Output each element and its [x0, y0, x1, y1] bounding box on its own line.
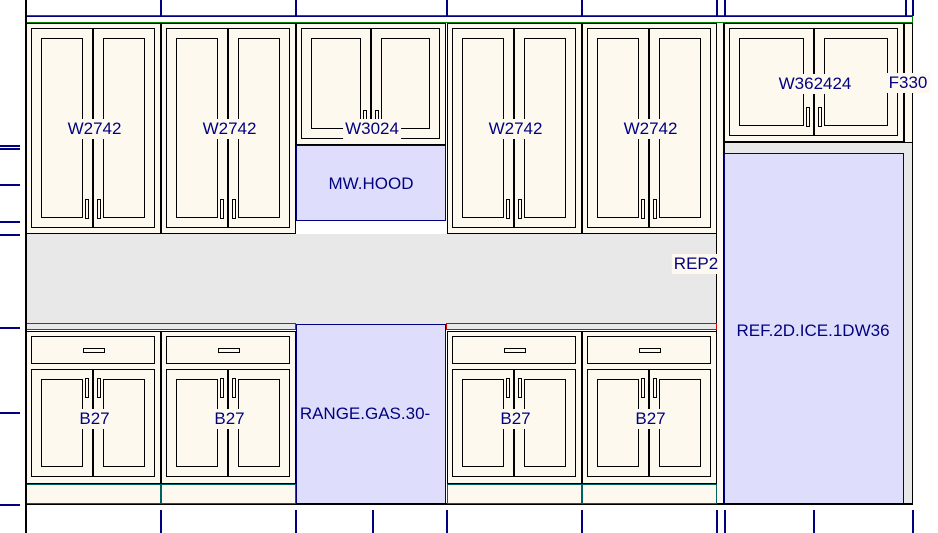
cabinet-label: B27 — [633, 409, 668, 429]
drawer-front — [587, 336, 711, 364]
dimension-tick — [724, 510, 726, 533]
base-cabinet: B27 — [161, 331, 296, 484]
cabinet-label: W2742 — [65, 119, 124, 139]
dimension-tick — [446, 0, 448, 16]
door-handle-icon — [805, 107, 810, 127]
door-handle-icon — [220, 199, 224, 219]
dimension-tick — [581, 0, 583, 16]
base-cabinet: B27 — [582, 331, 717, 484]
door-handle-icon — [518, 199, 522, 219]
dimension-line — [25, 0, 27, 533]
door-handle-icon — [653, 199, 657, 219]
countertop-right — [446, 323, 717, 330]
door-handle-icon — [506, 199, 510, 219]
drawer-handle-icon — [218, 348, 240, 353]
upper-cabinet: W2742 — [447, 23, 582, 234]
dimension-tick — [0, 148, 20, 150]
dimension-tick — [160, 0, 162, 16]
cabinet-door — [813, 28, 898, 136]
dimension-tick — [160, 510, 162, 533]
door-panel — [380, 38, 430, 129]
cabinet-label: W2742 — [200, 119, 259, 139]
door-handle-icon — [641, 199, 645, 219]
filler-label: F330 — [886, 73, 930, 93]
drawer-front — [452, 336, 576, 364]
dimension-tick — [581, 510, 583, 533]
dimension-tick — [0, 412, 20, 414]
dimension-tick — [912, 0, 914, 16]
dimension-tick — [0, 145, 20, 147]
toe-kick — [582, 484, 717, 504]
upper-cabinet: W2742 — [582, 23, 717, 234]
dimension-tick — [0, 221, 20, 223]
backsplash-label: REP2 — [671, 254, 721, 274]
toe-kick — [161, 484, 296, 504]
dimension-tick — [716, 510, 718, 533]
base-cabinet: B27 — [447, 331, 582, 484]
drawer-handle-icon — [83, 348, 105, 353]
dimension-tick — [716, 0, 718, 16]
drawer-handle-icon — [639, 348, 661, 353]
door-handle-icon — [232, 378, 236, 398]
cabinet-door — [93, 369, 155, 477]
dimension-tick — [813, 510, 815, 533]
door-handle-icon — [232, 199, 236, 219]
upper-cabinet: W362424 — [724, 23, 904, 142]
toe-kick — [447, 484, 582, 504]
dimension-tick — [0, 327, 20, 329]
upper-cabinet: W2742 — [26, 23, 161, 234]
door-handle-icon — [220, 378, 224, 398]
top-green-line — [25, 15, 913, 23]
dimension-tick — [0, 234, 20, 236]
dimension-tick — [372, 510, 374, 533]
upper-cabinet: W2742 — [161, 23, 296, 234]
cabinet-label: B27 — [77, 409, 112, 429]
door-handle-icon — [97, 378, 101, 398]
cabinet-label: W2742 — [486, 119, 545, 139]
dimension-tick — [0, 184, 20, 186]
cabinet-label: W3024 — [343, 119, 401, 139]
dimension-tick — [295, 510, 297, 533]
cabinet-door — [228, 369, 290, 477]
cabinet-label: B27 — [498, 409, 533, 429]
upper-cabinet: W3024 — [296, 23, 446, 145]
dimension-tick — [912, 510, 914, 533]
dimension-tick — [0, 504, 20, 506]
cabinet-label: W2742 — [621, 119, 680, 139]
cabinet-label: B27 — [212, 409, 247, 429]
dimension-tick — [446, 510, 448, 533]
door-handle-icon — [97, 199, 101, 219]
cabinet-label: W362424 — [776, 74, 854, 94]
drawer-front — [166, 336, 290, 364]
base-cabinet: B27 — [26, 331, 161, 484]
dimension-tick — [905, 0, 907, 16]
countertop-left — [26, 323, 296, 330]
door-handle-icon — [653, 378, 657, 398]
door-handle-icon — [85, 199, 89, 219]
drawer-front — [31, 336, 155, 364]
door-panel — [311, 38, 361, 129]
door-handle-icon — [518, 378, 522, 398]
toe-kick — [26, 484, 161, 504]
hood-label: MW.HOOD — [326, 174, 416, 194]
door-handle-icon — [85, 378, 89, 398]
door-handle-icon — [817, 107, 822, 127]
drawer-handle-icon — [504, 348, 526, 353]
range-label: RANGE.GAS.30- — [297, 404, 433, 424]
door-handle-icon — [641, 378, 645, 398]
fridge-label: REF.2D.ICE.1DW36 — [734, 321, 892, 341]
dimension-tick — [295, 0, 297, 16]
backsplash — [25, 234, 717, 326]
door-handle-icon — [506, 378, 510, 398]
dimension-tick — [724, 0, 726, 16]
